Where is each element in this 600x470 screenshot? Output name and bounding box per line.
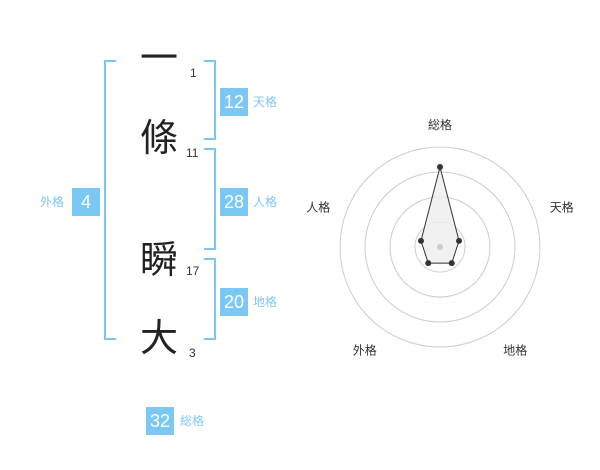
tenkaku-value: 12	[220, 88, 248, 116]
chikaku-value: 20	[220, 288, 248, 316]
stroke-count-1: 1	[190, 66, 197, 80]
gaikaku-bracket	[104, 60, 116, 340]
jinkaku-label: 人格	[253, 195, 278, 209]
name-char-3: 瞬	[140, 238, 179, 282]
axis-label-tenkaku: 天格	[550, 199, 574, 214]
radar-center	[437, 244, 443, 250]
tenkaku-label: 天格	[253, 95, 278, 109]
radar-point	[448, 260, 455, 267]
axis-label-gaikaku: 外格	[353, 343, 377, 358]
jinkaku-value: 28	[220, 188, 248, 216]
radar-point	[425, 260, 432, 267]
radar-chart: 総格 天格 地格 外格 人格	[306, 117, 574, 358]
radar-polygon	[420, 166, 460, 264]
radar-point	[417, 237, 424, 244]
stroke-count-4: 3	[189, 346, 196, 360]
gaikaku-label: 外格	[40, 195, 65, 209]
axis-label-chikaku: 地格	[503, 343, 527, 358]
radar-grid-ring	[339, 146, 541, 348]
stroke-count-3: 17	[186, 264, 200, 278]
tenkaku-bracket	[204, 60, 216, 140]
name-char-2: 條	[140, 116, 179, 160]
chikaku-bracket	[204, 258, 216, 340]
jinkaku-bracket	[204, 148, 216, 250]
name-char-1: 一	[140, 36, 179, 80]
chikaku-label: 地格	[253, 295, 278, 309]
soukaku-value: 32	[146, 407, 174, 435]
radar-points	[417, 164, 463, 267]
axis-label-jinkaku: 人格	[306, 199, 330, 214]
stroke-count-2: 11	[186, 146, 199, 160]
soukaku-label: 総格	[180, 414, 205, 428]
radar-point	[437, 164, 443, 170]
name-char-4: 大	[140, 316, 179, 360]
gaikaku-value: 4	[72, 188, 100, 216]
axis-label-soukaku: 総格	[428, 117, 452, 132]
radar-point	[456, 237, 463, 244]
